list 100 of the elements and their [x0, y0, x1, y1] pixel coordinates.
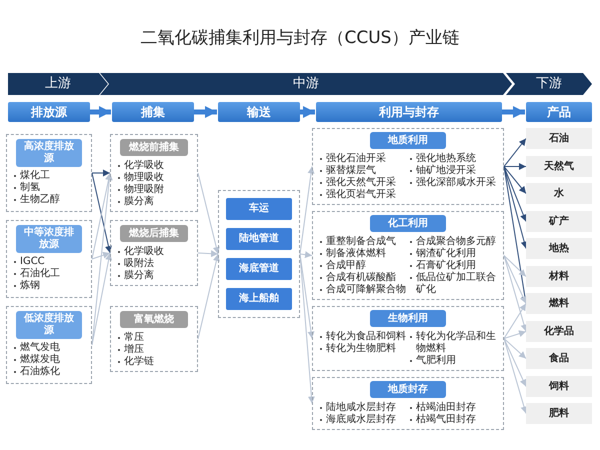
product-box: 矿产 — [526, 211, 592, 232]
group-heading: 地质利用 — [370, 132, 446, 149]
arrow — [198, 250, 218, 258]
dashed-group-box — [312, 211, 504, 300]
dashed-group-box — [6, 220, 92, 298]
block-arrow — [194, 106, 217, 118]
product-box: 化学品 — [526, 321, 592, 342]
product-box: 天然气 — [526, 156, 592, 177]
product-box: 食品 — [526, 348, 592, 369]
group-heading: 低浓度排放源 — [16, 311, 82, 339]
list-item: 煤化工 — [13, 170, 87, 182]
list-item: 化学吸收 — [117, 160, 193, 172]
arrow — [504, 330, 526, 339]
list-item: 化学吸收 — [117, 246, 193, 258]
list-item: 强化页岩气开采 — [319, 189, 409, 201]
list-item: IGCC — [13, 256, 87, 268]
list-item: 重整制备合成气 — [319, 236, 409, 248]
arrow — [300, 254, 314, 339]
group-heading: 高浓度排放源 — [16, 139, 82, 167]
list-item: 铀矿地浸开采 — [409, 165, 499, 177]
list-item: 气肥利用 — [409, 355, 499, 367]
list-item: 物理吸附 — [117, 184, 193, 196]
list-item: 驱替煤层气 — [319, 165, 409, 177]
arrow — [504, 255, 526, 277]
product-box: 材料 — [526, 266, 592, 287]
arrow — [504, 138, 526, 167]
list-item: 合成可降解聚合物 — [319, 284, 409, 296]
list-item: 强化地热系统 — [409, 153, 499, 165]
list-item: 合成聚合物多元醇 — [409, 236, 499, 248]
product-box: 燃料 — [526, 293, 592, 314]
list-item: 石油炼化 — [13, 366, 87, 378]
arrow — [504, 255, 526, 304]
list-item: 枯竭气田封存 — [409, 414, 499, 426]
arrow — [300, 166, 315, 254]
stage-header: 产品 — [526, 102, 592, 122]
block-arrow — [300, 106, 315, 118]
list-item: 强化天然气开采 — [319, 177, 409, 189]
arrow — [504, 166, 526, 194]
list-item: 低品位矿加工联合矿化 — [409, 272, 499, 296]
list-item: 强化石油开采 — [319, 153, 409, 165]
dashed-group-box — [110, 306, 198, 372]
transport-mode-box: 海底管道 — [226, 258, 292, 280]
list-item: 枯竭油田封存 — [409, 402, 499, 414]
dashed-group-box — [6, 306, 92, 384]
arrow — [504, 166, 527, 222]
list-item: 转化为生物肥料 — [319, 343, 409, 355]
group-heading: 富氧燃烧 — [120, 311, 188, 328]
list-item: 制备液体燃料 — [319, 248, 409, 260]
group-heading: 中等浓度排放源 — [16, 225, 82, 253]
dashed-box — [218, 190, 300, 318]
arrow — [504, 338, 526, 359]
dashed-group-box — [110, 220, 198, 286]
list-item: 膜分离 — [117, 270, 193, 282]
dashed-group-box — [6, 134, 92, 212]
group-heading: 生物利用 — [370, 310, 446, 327]
list-item: 石膏矿化利用 — [409, 260, 499, 272]
arrow — [198, 172, 220, 254]
transport-mode-box: 海上船舶 — [226, 288, 292, 310]
stage-banner: 上游 — [8, 73, 108, 95]
arrow — [504, 163, 526, 170]
transport-mode-box: 陆地管道 — [226, 228, 292, 250]
arrow — [504, 338, 526, 387]
stage-header: 排放源 — [8, 102, 90, 122]
list-item: 增压 — [117, 344, 193, 356]
arrow — [504, 338, 528, 414]
product-box: 地热 — [526, 238, 592, 259]
arrow — [198, 254, 220, 340]
list-item: 燃气发电 — [13, 342, 87, 354]
stage-header: 输送 — [218, 102, 300, 122]
list-item: 陆地咸水层封存 — [319, 402, 409, 414]
list-item: 燃煤发电 — [13, 354, 87, 366]
dashed-group-box — [312, 377, 504, 430]
dashed-group-box — [312, 128, 504, 205]
list-item: 钢渣矿化利用 — [409, 248, 499, 260]
arrow — [92, 170, 110, 176]
list-item: 转化为化学品和生物燃料 — [409, 331, 499, 355]
dashed-group-box — [312, 306, 504, 371]
dashed-group-box — [110, 134, 198, 212]
stage-header: 捕集 — [112, 102, 194, 122]
list-item: 转化为食品和饲料 — [319, 331, 409, 343]
product-box: 水 — [526, 183, 592, 204]
arrow — [92, 252, 110, 260]
list-item: 制氢 — [13, 182, 87, 194]
stage-banner: 下游 — [506, 73, 592, 95]
arrow — [504, 303, 526, 339]
list-item: 物理吸收 — [117, 172, 193, 184]
group-heading: 燃烧前捕集 — [120, 139, 188, 156]
arrow — [504, 255, 528, 332]
arrow — [300, 251, 312, 258]
arrow — [92, 252, 112, 346]
product-box: 肥料 — [526, 403, 592, 424]
list-item: 石油化工 — [13, 268, 87, 280]
group-heading: 化工利用 — [370, 215, 446, 232]
list-item: 化学链 — [117, 356, 193, 368]
list-item: 吸附法 — [117, 258, 193, 270]
stage-header: 利用与封存 — [316, 102, 502, 122]
list-item: 膜分离 — [117, 196, 193, 208]
arrow — [300, 254, 315, 404]
product-box: 饲料 — [526, 376, 592, 397]
list-item: 合成有机碳酸酯 — [319, 272, 409, 284]
